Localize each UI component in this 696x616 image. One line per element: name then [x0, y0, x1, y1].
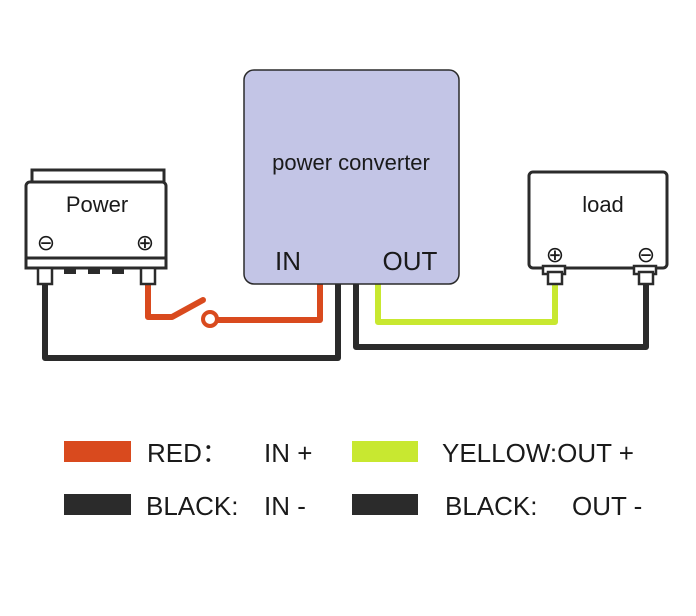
power-supply: Power ⊖ ⊕ [24, 168, 168, 286]
power-title: Power [66, 192, 128, 217]
power-pos-symbol: ⊕ [136, 230, 154, 255]
load-title: load [582, 192, 624, 217]
switch-contact [201, 310, 219, 328]
red-wire-in-b [215, 281, 323, 323]
red-wire-in-a [145, 279, 206, 320]
legend: RED： IN + YELLOW:OUT + BLACK: IN - BLACK… [64, 438, 642, 521]
black-wire-out [353, 279, 649, 350]
converter-out-label: OUT [383, 246, 438, 276]
black-wire-in [42, 279, 341, 361]
legend-black-out-meaning: OUT - [572, 491, 642, 521]
legend-swatch-red [64, 441, 131, 462]
wires [42, 279, 649, 361]
yellow-wire-out [375, 279, 558, 325]
power-converter: power converter IN OUT [243, 69, 460, 285]
legend-black-in-name: BLACK: [146, 491, 239, 521]
converter-in-label: IN [275, 246, 301, 276]
power-neg-symbol: ⊖ [37, 230, 55, 255]
legend-yellow-name: YELLOW:OUT + [442, 438, 634, 468]
legend-black-in-meaning: IN - [264, 491, 306, 521]
legend-swatch-yellow [352, 441, 418, 462]
legend-red-meaning: IN + [264, 438, 312, 468]
load-device: load ⊕ ⊖ [527, 170, 669, 286]
converter-title: power converter [272, 150, 430, 175]
legend-swatch-black-in [64, 494, 131, 515]
legend-red-name: RED： [147, 438, 228, 468]
load-pos-symbol: ⊕ [546, 242, 564, 267]
legend-swatch-black-out [352, 494, 418, 515]
load-neg-symbol: ⊖ [637, 242, 655, 267]
legend-black-out-name: BLACK: [445, 491, 538, 521]
